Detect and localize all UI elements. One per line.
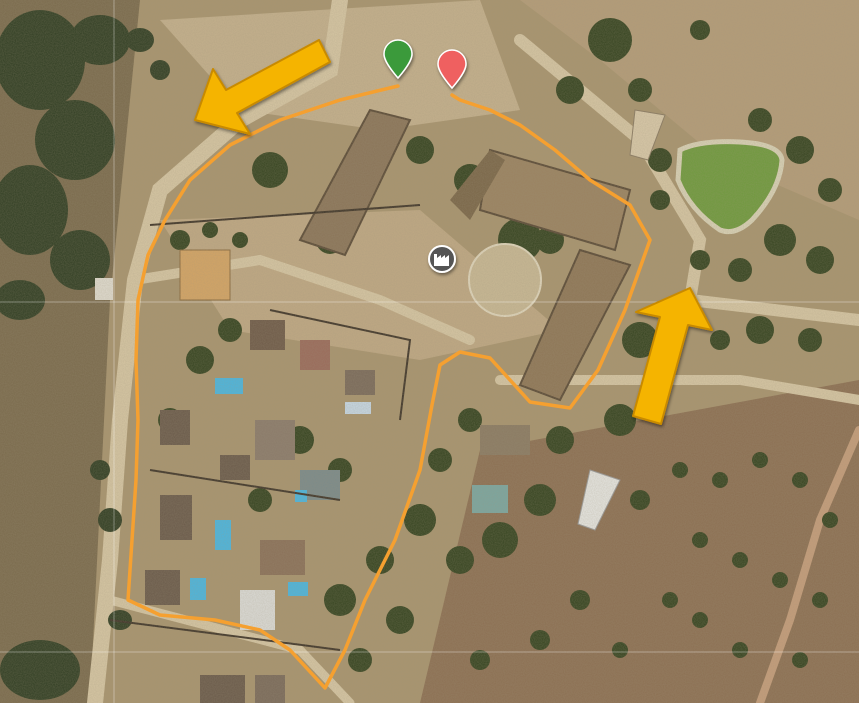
end-marker[interactable] xyxy=(437,49,467,90)
direction-arrow-left xyxy=(194,39,331,135)
map-pin-icon xyxy=(437,49,467,90)
poi-marker[interactable] xyxy=(428,245,456,273)
start-marker[interactable] xyxy=(383,39,413,80)
direction-arrow-right xyxy=(632,287,713,425)
factory-icon xyxy=(434,254,449,266)
map-pin-icon xyxy=(383,39,413,80)
route-path[interactable] xyxy=(126,84,652,690)
